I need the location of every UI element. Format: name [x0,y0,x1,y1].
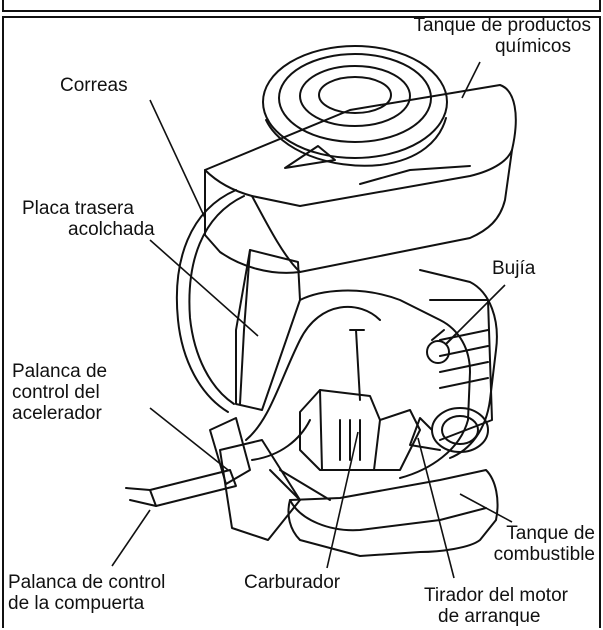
leader-gate-lever [111,509,151,567]
leader-spark-plug [447,284,506,343]
label-throttle-lever: Palanca de control del acelerador [12,361,108,424]
label-starter-handle: Tirador del motor de arranque [424,585,568,627]
chemical-tank-body [204,84,517,274]
label-gate-lever: Palanca de control de la compuerta [8,572,166,614]
strap-outline [175,189,237,413]
leader-back-plate [149,239,259,337]
back-plate-shape [235,249,301,411]
throttle-lever-shape [209,417,251,485]
air-filter-box [299,389,381,471]
label-back-plate: Placa trasera acolchada [22,198,155,240]
leader-chemical-tank [461,61,481,99]
label-fuel-tank: Tanque de combustible [493,523,595,565]
engine-housing [299,289,471,479]
label-spark-plug: Bujía [492,258,536,279]
label-chemical-tank: Tanque de productos químicos [413,15,591,57]
tank-lid [262,45,448,159]
fuel-tank-shape [287,469,499,557]
label-straps: Correas [60,75,128,96]
leader-straps [149,99,206,219]
leader-fuel-tank [459,493,513,523]
leader-starter-handle [417,437,455,579]
leader-throttle-lever [149,407,229,471]
top-border-band [2,0,601,12]
strap-outline-inner [188,195,245,405]
label-carburetor: Carburador [244,572,341,593]
diagram-border [2,16,601,628]
spark-plug-shape [426,340,450,364]
leader-carburetor [326,431,359,569]
